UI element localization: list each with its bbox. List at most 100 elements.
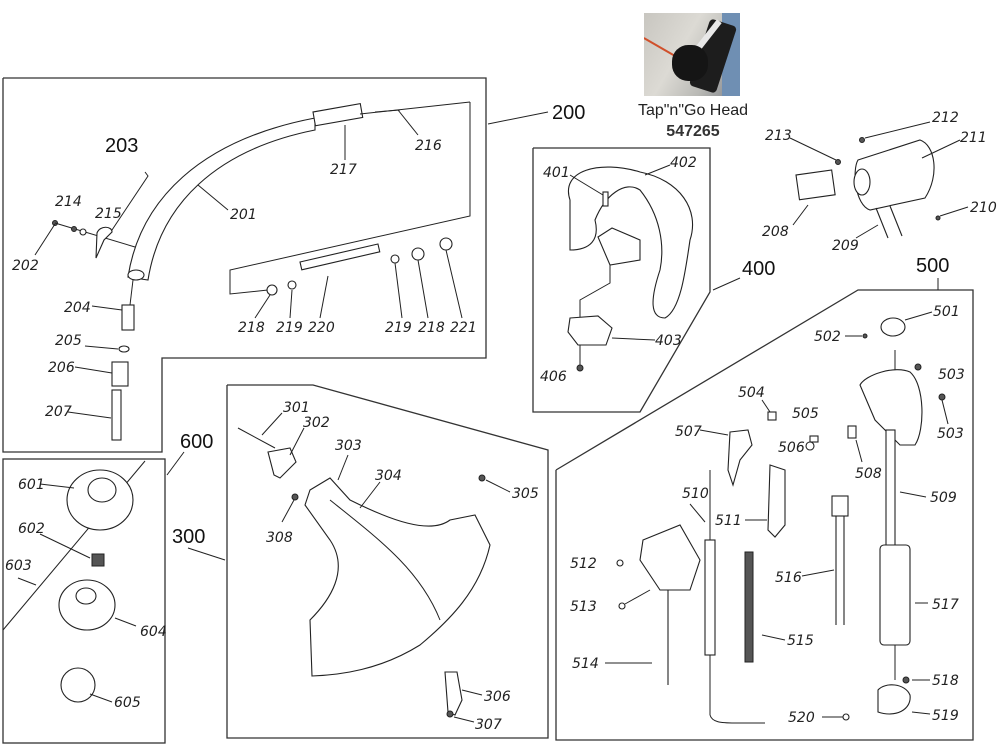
label-307[interactable]: 307 <box>475 717 502 733</box>
label-308[interactable]: 308 <box>266 530 293 546</box>
part-605-knob[interactable] <box>60 667 96 703</box>
part-219-spacer-a[interactable] <box>287 280 297 290</box>
label-208[interactable]: 208 <box>762 224 789 240</box>
label-209[interactable]: 209 <box>832 238 859 254</box>
part-504-spring[interactable] <box>767 411 777 421</box>
label-213[interactable]: 213 <box>765 128 792 144</box>
label-205[interactable]: 205 <box>55 333 82 349</box>
part-517-grip[interactable] <box>879 544 911 646</box>
part-306-blade[interactable] <box>444 671 463 716</box>
part-508-switch[interactable] <box>847 425 857 439</box>
part-506-spring[interactable] <box>805 441 815 451</box>
part-503-screw-a[interactable] <box>914 363 922 371</box>
label-207[interactable]: 207 <box>45 404 72 420</box>
part-501-collar[interactable] <box>880 317 906 337</box>
label-506[interactable]: 506 <box>778 440 805 456</box>
group-label-500[interactable]: 500 <box>916 255 949 277</box>
label-604[interactable]: 604 <box>140 624 167 640</box>
part-516-switch[interactable] <box>831 495 849 517</box>
label-603[interactable]: 603 <box>5 558 32 574</box>
label-514[interactable]: 514 <box>572 656 599 672</box>
part-305-screw[interactable] <box>478 474 486 482</box>
part-205-oring[interactable] <box>118 345 130 353</box>
part-216-spring[interactable] <box>374 109 401 113</box>
label-518[interactable]: 518 <box>932 673 959 689</box>
part-208-sleeve[interactable] <box>795 169 836 201</box>
label-402[interactable]: 402 <box>670 155 697 171</box>
label-502[interactable]: 502 <box>814 329 841 345</box>
part-204-nut[interactable] <box>121 304 135 331</box>
label-517[interactable]: 517 <box>932 597 959 613</box>
label-219b[interactable]: 219 <box>385 320 412 336</box>
label-202[interactable]: 202 <box>12 258 39 274</box>
label-304[interactable]: 304 <box>375 468 402 484</box>
label-401[interactable]: 401 <box>543 165 570 181</box>
part-209-screw-a[interactable] <box>875 207 889 239</box>
part-201-shaft[interactable] <box>127 117 316 281</box>
label-302[interactable]: 302 <box>303 415 330 431</box>
group-label-200[interactable]: 200 <box>552 102 585 124</box>
part-604-spool[interactable] <box>58 579 116 631</box>
part-307-screw[interactable] <box>446 710 454 718</box>
part-403-clamp[interactable] <box>567 315 613 346</box>
part-402-handle[interactable] <box>567 166 694 319</box>
label-505[interactable]: 505 <box>792 406 819 422</box>
label-204[interactable]: 204 <box>64 300 91 316</box>
label-216[interactable]: 216 <box>415 138 442 154</box>
label-220[interactable]: 220 <box>308 320 335 336</box>
label-510[interactable]: 510 <box>682 486 709 502</box>
label-301[interactable]: 301 <box>283 400 310 416</box>
label-515[interactable]: 515 <box>787 633 814 649</box>
part-209-screw-b[interactable] <box>889 205 903 237</box>
label-206[interactable]: 206 <box>48 360 75 376</box>
label-218a[interactable]: 218 <box>238 320 265 336</box>
label-406[interactable]: 406 <box>540 369 567 385</box>
label-303[interactable]: 303 <box>335 438 362 454</box>
label-214[interactable]: 214 <box>55 194 82 210</box>
group-label-300[interactable]: 300 <box>172 526 205 548</box>
part-502-screw[interactable] <box>862 333 868 339</box>
label-519[interactable]: 519 <box>932 708 959 724</box>
label-601[interactable]: 601 <box>18 477 45 493</box>
part-213-nut[interactable] <box>835 159 841 165</box>
part-503-screw-b[interactable] <box>938 393 946 401</box>
label-504[interactable]: 504 <box>738 385 765 401</box>
label-217[interactable]: 217 <box>330 162 357 178</box>
group-label-400[interactable]: 400 <box>742 258 775 280</box>
label-201[interactable]: 201 <box>230 207 257 223</box>
label-219a[interactable]: 219 <box>276 320 303 336</box>
part-214-washer[interactable] <box>71 226 77 232</box>
part-513-screw[interactable] <box>618 602 626 610</box>
part-511-lever[interactable] <box>767 464 786 538</box>
label-508[interactable]: 508 <box>855 466 882 482</box>
part-520-screw[interactable] <box>842 713 850 721</box>
label-602[interactable]: 602 <box>18 521 45 537</box>
part-602-spring[interactable] <box>91 553 105 567</box>
part-218-bearing-b[interactable] <box>411 247 425 261</box>
label-211[interactable]: 211 <box>960 130 987 146</box>
label-503b[interactable]: 503 <box>937 426 964 442</box>
part-519-endcap[interactable] <box>877 684 911 715</box>
label-306[interactable]: 306 <box>484 689 511 705</box>
part-301-bolt[interactable] <box>237 427 276 449</box>
label-501[interactable]: 501 <box>933 304 960 320</box>
label-605[interactable]: 605 <box>114 695 141 711</box>
part-203-clamp[interactable] <box>95 226 113 259</box>
part-217-coupler[interactable] <box>312 103 364 127</box>
label-218b[interactable]: 218 <box>418 320 445 336</box>
part-308-screw[interactable] <box>291 493 299 501</box>
label-511[interactable]: 511 <box>715 513 742 529</box>
label-210[interactable]: 210 <box>970 200 997 216</box>
label-512[interactable]: 512 <box>570 556 597 572</box>
part-221-circlip[interactable] <box>439 237 453 251</box>
part-210-screw[interactable] <box>935 215 941 221</box>
label-503a[interactable]: 503 <box>938 367 965 383</box>
label-212[interactable]: 212 <box>932 110 959 126</box>
part-518-nut[interactable] <box>902 676 910 684</box>
part-505-pin[interactable] <box>809 435 819 443</box>
part-215-ring[interactable] <box>79 228 87 236</box>
part-401-screw[interactable] <box>602 191 609 207</box>
part-206-bushing[interactable] <box>111 361 129 387</box>
part-219-spacer-b[interactable] <box>390 254 400 264</box>
label-516[interactable]: 516 <box>775 570 802 586</box>
